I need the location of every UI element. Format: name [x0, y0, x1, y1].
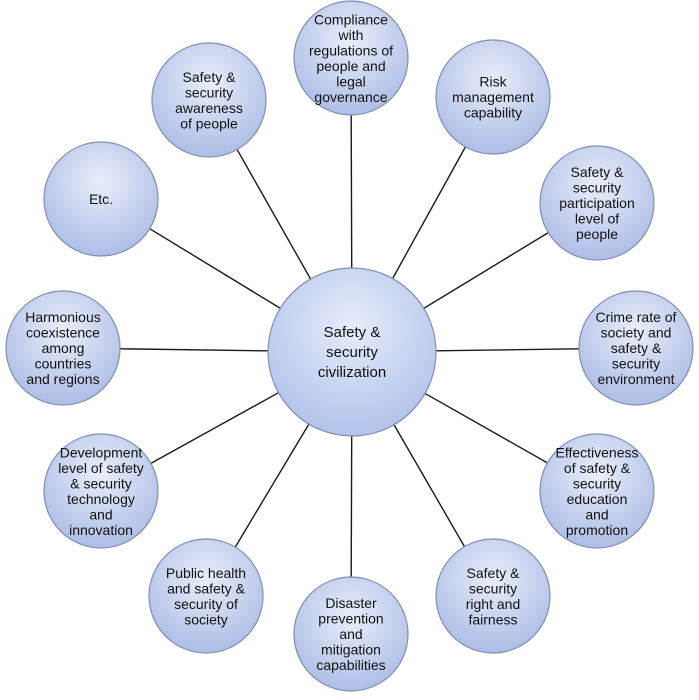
node-right-fairness-label-line: fairness — [468, 611, 517, 627]
node-etc: Etc. — [43, 141, 159, 257]
node-disaster-label-line: mitigation — [321, 642, 381, 658]
node-public-health-circle — [148, 538, 264, 654]
node-participation-label-line: security — [573, 180, 621, 196]
node-education-label-line: of safety & — [564, 460, 631, 476]
node-coexistence-label-line: coexistence — [26, 325, 100, 341]
node-coexistence-label-line: and regions — [26, 371, 99, 387]
node-crime-rate-circle — [578, 290, 694, 406]
connector-awareness — [236, 149, 312, 280]
node-disaster-label-line: and — [339, 626, 362, 642]
connector-crime-rate — [435, 348, 580, 352]
node-awareness-label-line: of people — [180, 115, 238, 131]
node-risk-circle — [435, 39, 551, 155]
node-education-circle — [539, 433, 655, 549]
node-disaster-label-line: capabilities — [316, 657, 385, 673]
node-technology-label-line: level of safety — [58, 460, 144, 476]
node-technology-label-line: innovation — [69, 522, 133, 538]
node-etc-circle — [43, 141, 159, 257]
node-technology-label-line: and — [89, 506, 112, 522]
node-participation-label-line: participation — [559, 195, 635, 211]
connector-right-fairness — [393, 424, 466, 547]
node-right-fairness-label-line: security — [469, 580, 517, 596]
node-compliance-label-line: with — [338, 27, 364, 43]
node-compliance-label-line: governance — [314, 89, 387, 105]
connector-disaster — [350, 435, 353, 578]
node-public-health-label-line: and safety & — [167, 580, 245, 596]
node-disaster-circle — [293, 576, 409, 692]
connector-education — [424, 392, 548, 464]
node-disaster-label-line: prevention — [318, 611, 383, 627]
node-right-fairness-label-line: Safety & — [467, 565, 521, 581]
node-technology-label-line: & security — [70, 475, 131, 491]
node-awareness-label-line: security — [185, 84, 233, 100]
node-education-label-line: promotion — [566, 522, 628, 538]
node-crime-rate-label-line: Crime rate of — [596, 309, 677, 325]
node-crime-rate-label-line: safety & — [611, 340, 662, 356]
node-participation-label-line: Safety & — [571, 164, 625, 180]
node-compliance-label-line: legal — [336, 73, 366, 89]
node-coexistence-label-line: among — [42, 340, 85, 356]
node-right-fairness-circle — [435, 538, 551, 654]
node-participation-circle — [539, 145, 655, 261]
node-compliance-circle — [293, 0, 409, 116]
node-compliance-label-line: Compliance — [314, 11, 388, 27]
node-disaster: Disasterpreventionandmitigationcapabilit… — [293, 576, 409, 692]
nodes: Safety &securitycivilizationCompliancewi… — [5, 0, 694, 692]
center-node-label-line: Safety & — [324, 324, 381, 341]
node-technology-circle — [43, 433, 159, 549]
node-coexistence-label-line: Harmonious — [25, 309, 100, 325]
node-coexistence-label-line: countries — [35, 356, 92, 372]
node-right-fairness-label-line: right and — [466, 596, 520, 612]
node-awareness-label-line: Safety & — [183, 69, 237, 85]
node-participation-label-line: people — [576, 226, 618, 242]
node-compliance-label-line: people and — [316, 58, 385, 74]
node-coexistence-circle — [5, 290, 121, 406]
connector-technology — [150, 392, 279, 464]
node-technology-label-line: technology — [67, 491, 135, 507]
connectors — [119, 114, 580, 578]
connector-compliance — [350, 114, 353, 269]
connector-coexistence — [119, 348, 269, 352]
connector-participation — [423, 232, 549, 309]
node-technology-label-line: Development — [60, 444, 143, 460]
node-public-health-label-line: society — [184, 611, 228, 627]
node-education-label-line: education — [567, 491, 628, 507]
node-public-health-label-line: Public health — [166, 565, 246, 581]
node-crime-rate-label-line: environment — [597, 371, 674, 387]
center-node-label-line: security — [326, 344, 378, 361]
node-education-label-line: security — [573, 475, 621, 491]
node-risk-label-line: management — [452, 89, 534, 105]
node-awareness-label-line: awareness — [175, 100, 243, 116]
node-awareness-circle — [151, 42, 267, 158]
center-node-label-line: civilization — [318, 364, 386, 381]
node-participation-label-line: level of — [575, 211, 619, 227]
node-risk-label-line: capability — [464, 105, 522, 121]
node-compliance-label-line: regulations of — [309, 42, 393, 58]
node-education-label-line: Effectiveness — [555, 444, 638, 460]
node-etc-label-line: Etc. — [89, 191, 113, 207]
center-node-circle — [267, 267, 437, 437]
node-crime-rate-label-line: society and — [601, 325, 672, 341]
node-risk-label-line: Risk — [479, 74, 507, 90]
node-public-health-label-line: security of — [174, 596, 238, 612]
connector-risk — [392, 146, 467, 279]
node-disaster-label-line: Disaster — [325, 595, 377, 611]
connector-public-health — [234, 423, 310, 548]
node-crime-rate-label-line: security — [612, 356, 660, 372]
node-education-label-line: and — [585, 506, 608, 522]
connector-etc — [149, 228, 281, 309]
center-node: Safety & security civilization — [267, 267, 437, 437]
